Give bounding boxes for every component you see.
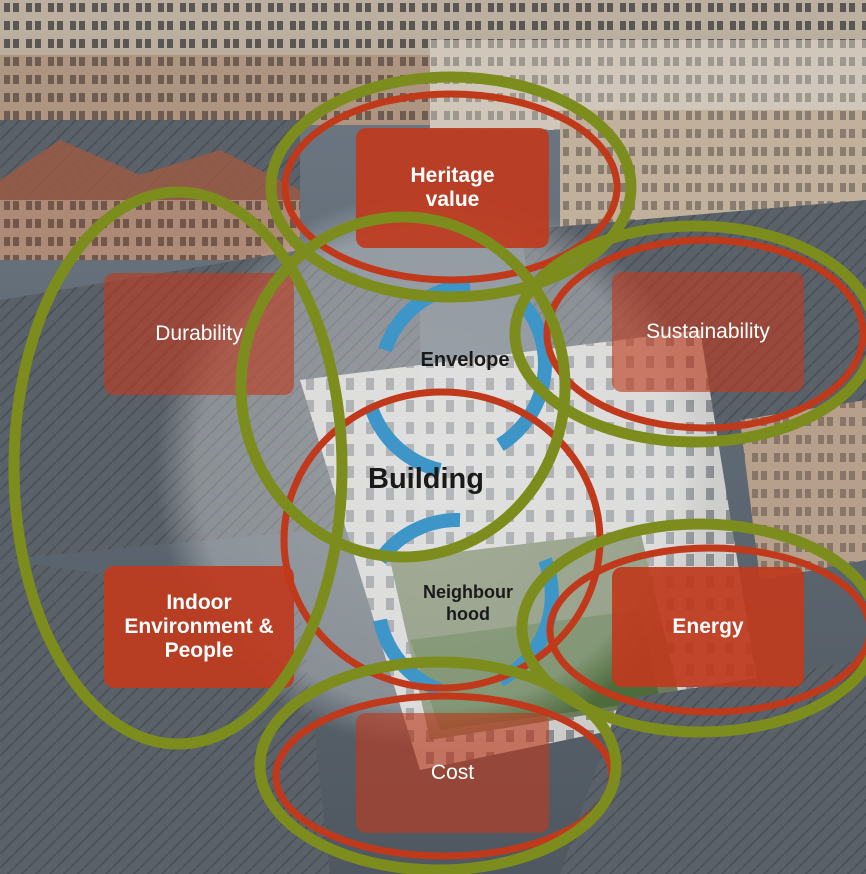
indoor-environment-box: Indoor Environment & People (104, 566, 294, 688)
energy-label: Energy (672, 614, 744, 638)
cost-label: Cost (430, 760, 475, 784)
cost-box: Cost (356, 713, 549, 833)
neighbourhood-label: Neighbour hood (423, 582, 513, 624)
sustainability-label: Sustainability (646, 319, 770, 343)
envelope-label: Envelope (420, 349, 510, 371)
energy-box: Energy (612, 567, 804, 687)
heritage-value-box: Heritage value (356, 128, 549, 248)
indoor-environment-label: Indoor Environment & People (124, 590, 274, 663)
durability-box: Durability (104, 273, 294, 395)
durability-label: Durability (155, 321, 243, 345)
sustainability-box: Sustainability (612, 272, 804, 392)
heritage-value-label: Heritage value (410, 163, 495, 211)
building-label: Building (368, 463, 484, 495)
